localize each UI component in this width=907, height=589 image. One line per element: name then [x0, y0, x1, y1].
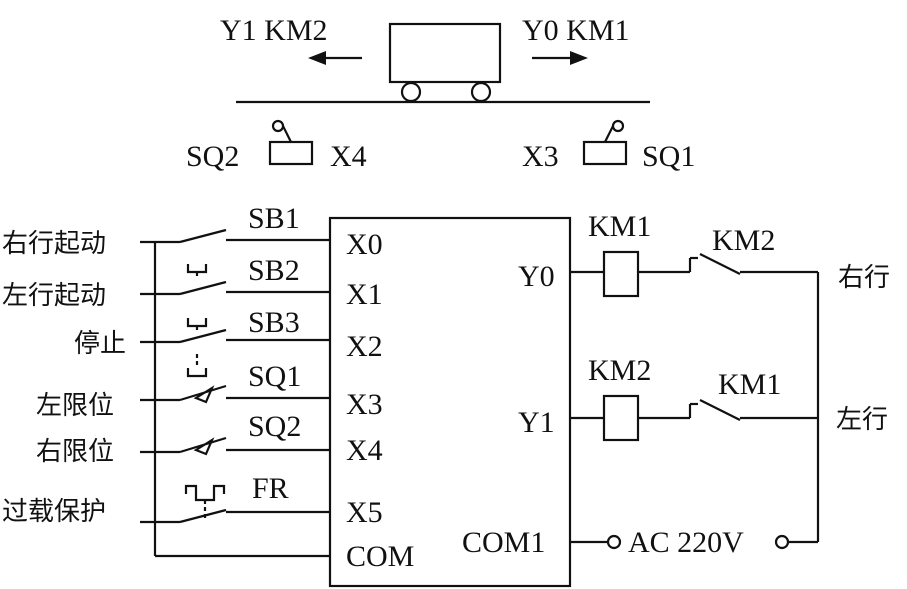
pushbutton-actuators [186, 264, 208, 378]
output-label-left-travel: 左行 [836, 405, 888, 435]
input-label-right-start: 右行起动 [2, 229, 106, 259]
input-label-left-start: 左行起动 [2, 281, 106, 311]
terminal-y0: Y0 [518, 260, 555, 293]
km2-nc-contact-icon [688, 253, 741, 275]
plc-block: X0 X1 X2 X3 X4 X5 COM Y0 Y1 COM1 [328, 216, 572, 588]
interlock-label-km2: KM2 [712, 224, 775, 257]
terminal-com1: COM1 [462, 526, 545, 559]
device-label-sq2: SQ2 [248, 410, 301, 443]
interlock-label-km1: KM1 [718, 368, 781, 401]
terminal-x5: X5 [346, 496, 383, 529]
cart-icon [388, 22, 502, 103]
input-label-left-limit: 左限位 [36, 391, 114, 421]
device-label-fr: FR [252, 472, 289, 505]
device-label-sb2: SB2 [248, 254, 300, 287]
power-supply-label: AC 220V [628, 526, 744, 559]
input-label-right-limit: 右限位 [36, 437, 114, 467]
terminal-x0: X0 [346, 228, 383, 261]
device-label-sb3: SB3 [248, 306, 300, 339]
km1-coil-icon [602, 250, 640, 298]
cart-section: Y1 KM2 Y0 KM1 SQ2 X4 X3 SQ1 [186, 14, 695, 173]
limit-switch-right-label: SQ1 [642, 140, 695, 173]
sq2-limit-contact-icon [140, 436, 330, 456]
output-label-right-travel: 右行 [838, 263, 890, 293]
sb3-pushbutton-icon [140, 328, 330, 344]
terminal-y1: Y1 [518, 406, 555, 439]
limit-switch-right-terminal: X3 [522, 140, 559, 173]
device-label-sb1: SB1 [248, 202, 300, 235]
cart-left-label: Y1 KM2 [220, 14, 328, 47]
terminal-x1: X1 [346, 278, 383, 311]
arrow-right-icon [532, 51, 588, 65]
terminal-x2: X2 [346, 330, 383, 363]
terminal-x4: X4 [346, 434, 383, 467]
limit-switch-left-label: SQ2 [186, 140, 239, 173]
terminal-com: COM [346, 540, 414, 573]
input-section: 右行起动 左行起动 停止 左限位 右限位 过载保护 SB1 SB2 SB3 SQ… [2, 202, 330, 558]
limit-switch-right-icon [582, 119, 628, 166]
input-label-stop: 停止 [74, 329, 126, 359]
fr-thermal-contact-icon [140, 484, 330, 524]
terminal-x3: X3 [346, 388, 383, 421]
terminal-circle-icon [774, 534, 790, 550]
coil-label-km2: KM2 [588, 354, 651, 387]
input-label-overload: 过载保护 [2, 497, 106, 527]
sb1-pushbutton-icon [140, 228, 330, 244]
output-section: KM1 KM2 右行 KM2 KM1 左行 AC 220V [570, 210, 890, 559]
cart-right-label: Y0 KM1 [522, 14, 630, 47]
sq1-limit-contact-icon [140, 384, 330, 404]
limit-switch-left-terminal: X4 [330, 140, 367, 173]
limit-switch-left-icon [268, 119, 314, 166]
arrow-left-icon [308, 51, 362, 65]
terminal-circle-icon [606, 534, 622, 550]
km1-nc-contact-icon [688, 399, 741, 421]
km2-coil-icon [602, 394, 640, 442]
sb2-pushbutton-icon [140, 280, 330, 296]
coil-label-km1: KM1 [588, 210, 651, 243]
device-label-sq1: SQ1 [248, 360, 301, 393]
